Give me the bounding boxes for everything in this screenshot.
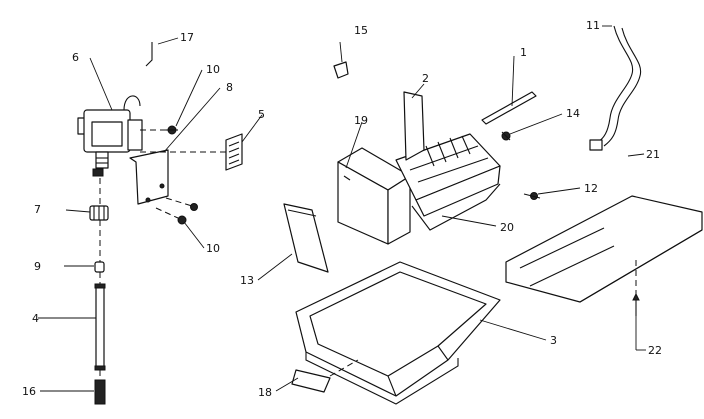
callout-17: 17 [180, 31, 194, 44]
tube-nut [89, 205, 109, 221]
ice-mold [395, 133, 501, 217]
callout-3: 3 [550, 334, 557, 347]
callout-19: 19 [354, 114, 368, 127]
water-valve [77, 109, 143, 177]
callout-2: 2 [422, 72, 429, 85]
grommet [225, 133, 243, 171]
callout-1: 1 [520, 46, 527, 59]
ice-bin [295, 261, 501, 405]
callout-7: 7 [34, 203, 41, 216]
water-tube [94, 283, 106, 371]
callout-18: 18 [258, 386, 272, 399]
callout-10-top: 10 [206, 63, 220, 76]
screw-lower [177, 203, 198, 225]
valve-bracket [129, 149, 169, 205]
callout-20: 20 [500, 221, 514, 234]
bin-label [291, 369, 331, 393]
water-line-hook [145, 42, 153, 67]
shield [505, 195, 703, 303]
mold-cover [411, 183, 501, 231]
callout-6: 6 [72, 51, 79, 64]
wiring-harness [589, 25, 642, 151]
callout-12: 12 [584, 182, 598, 195]
mounting-screw [523, 192, 541, 200]
ejector-blade [481, 91, 537, 125]
callout-15: 15 [354, 24, 368, 37]
mold-fill-cup [403, 91, 425, 161]
control-housing [337, 147, 411, 245]
callout-5: 5 [258, 108, 265, 121]
ejector-gear [501, 131, 511, 141]
callout-14: 14 [566, 107, 580, 120]
screw-upper [166, 125, 178, 135]
shield-fastener [632, 292, 640, 316]
fill-tube-clip [123, 95, 141, 111]
callout-4: 4 [32, 312, 39, 325]
callout-8: 8 [226, 81, 233, 94]
callout-22: 22 [648, 344, 662, 357]
callout-13: 13 [240, 274, 254, 287]
callout-10-bottom: 10 [206, 242, 220, 255]
callout-9: 9 [34, 260, 41, 273]
callout-21: 21 [646, 148, 660, 161]
icemaker-screw [333, 61, 349, 79]
ferrule [94, 261, 105, 273]
insulator-pad [283, 203, 329, 273]
callout-16: 16 [22, 385, 36, 398]
callout-11: 11 [586, 19, 600, 32]
tube-insert [94, 379, 106, 405]
